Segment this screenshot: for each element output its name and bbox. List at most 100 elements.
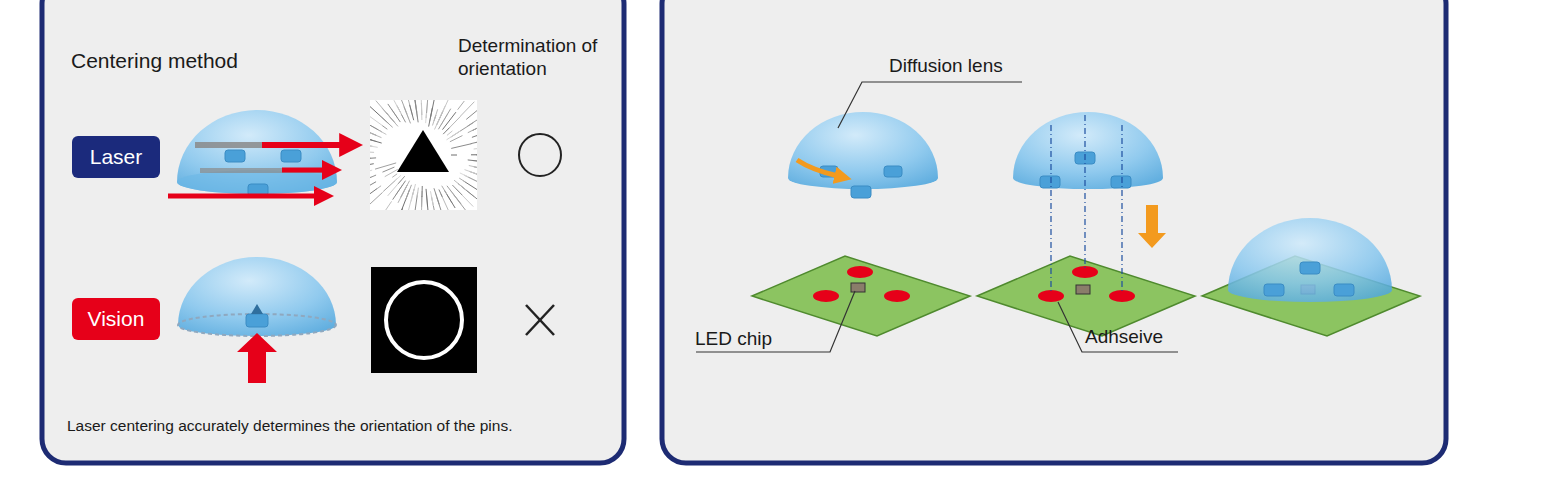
noise-stroke (471, 154, 477, 155)
label-text: Diffusion lens (889, 55, 1003, 76)
noise-stroke (398, 181, 410, 203)
noise-stroke (379, 131, 386, 135)
noise-stroke (477, 128, 478, 136)
noise-stroke (439, 190, 442, 197)
noise-stroke (370, 116, 383, 126)
board-1-part-part (884, 290, 910, 302)
noise-stroke (370, 164, 374, 167)
board-1-part (813, 266, 910, 302)
lens-3 (1228, 218, 1392, 302)
leader-lines-part (696, 291, 855, 352)
laser-dome-part (225, 150, 301, 196)
lens-2-part-part (1121, 125, 1122, 294)
noise-stroke (459, 178, 465, 182)
board-2-part (1038, 266, 1135, 302)
noise-stroke (443, 128, 449, 134)
noise-stroke (410, 105, 414, 120)
noise-stroke (426, 189, 428, 210)
laser-dome-part (262, 142, 344, 148)
noise-stroke (434, 188, 439, 204)
noise-stroke (421, 100, 423, 120)
noise-stroke (392, 174, 397, 178)
label-text: Laser centering accurately determines th… (67, 417, 512, 434)
lens-2-part-part (1111, 176, 1131, 188)
noise-stroke (385, 201, 392, 210)
lens-3-part-part (1300, 262, 1320, 274)
noise-stroke (458, 101, 465, 110)
laser-dome-part (177, 110, 337, 194)
noise-stroke (474, 147, 477, 149)
noise-stroke (370, 157, 376, 158)
leader-lines (696, 82, 1178, 352)
noise-stroke (414, 100, 418, 122)
noise-stroke (382, 108, 398, 126)
noise-stroke (404, 107, 411, 124)
noise-stroke (370, 170, 372, 173)
lens-1-part-part (884, 166, 902, 177)
noise-stroke (376, 186, 381, 190)
lens-2-part-part (1040, 176, 1060, 188)
column-heading: Determination of orientation (458, 35, 610, 81)
laser-dome-part-part (281, 150, 301, 162)
vision-dome-part (246, 314, 268, 327)
board-1-part (752, 256, 970, 336)
leader-lines-part (838, 82, 1022, 128)
noise-stroke (430, 191, 433, 206)
vision-image-part (386, 282, 462, 358)
vision-dome-part (178, 257, 336, 336)
board-1-part (851, 283, 865, 292)
noise-stroke (370, 182, 376, 195)
board-1-part-part (813, 290, 839, 302)
noise-stroke (370, 192, 383, 205)
noise-stroke (454, 180, 466, 190)
noise-stroke (442, 186, 447, 195)
noise-stroke (417, 188, 418, 197)
noise-stroke (438, 109, 450, 130)
noise-stroke (467, 111, 477, 126)
part-name: LED chip (695, 328, 772, 351)
lens-2-part (1138, 205, 1166, 248)
noise-stroke (421, 186, 422, 197)
laser-dome-part (168, 194, 318, 199)
noise-stroke (393, 208, 403, 210)
board-2-part-part (1109, 290, 1135, 302)
board-2-part (977, 256, 1195, 336)
noise-stroke (447, 131, 460, 140)
right-panel (662, 0, 1446, 463)
method-label: Laser (90, 145, 143, 169)
right-panel-part (662, 0, 1446, 463)
laser-image-part (370, 100, 477, 210)
method-label: Vision (88, 307, 145, 331)
part-name: Adhseive (1085, 326, 1163, 349)
vision-dome-part (251, 304, 263, 314)
noise-stroke (370, 175, 376, 180)
ng-symbol-part (526, 305, 554, 335)
vision-dome-part (237, 333, 277, 383)
lens-2-part-part (1050, 125, 1051, 294)
lens-3-part-part (1334, 284, 1354, 296)
laser-image (347, 88, 498, 234)
board-2 (977, 256, 1195, 336)
noise-stroke (398, 176, 405, 184)
noise-stroke (375, 163, 396, 169)
noise-stroke (382, 167, 394, 172)
board-2-part-part (1038, 290, 1064, 302)
noise-stroke (435, 106, 446, 130)
label-text: Centering method (71, 49, 238, 72)
method-badge: Laser (72, 136, 160, 178)
part-name: Diffusion lens (889, 55, 1003, 78)
noise-stroke (471, 139, 477, 144)
noise-stroke (395, 175, 401, 180)
laser-dome-part-part (225, 150, 245, 162)
lens-1-part (820, 166, 902, 198)
laser-dome-part (200, 168, 330, 173)
vision-image-part (371, 267, 477, 373)
label-text: Adhseive (1085, 326, 1163, 347)
column-heading: Centering method (71, 48, 238, 73)
vision-dome-part (178, 314, 336, 336)
lens-3-part (1228, 218, 1392, 302)
noise-stroke (447, 186, 461, 204)
noise-stroke (442, 112, 455, 129)
noise-stroke (451, 155, 457, 156)
